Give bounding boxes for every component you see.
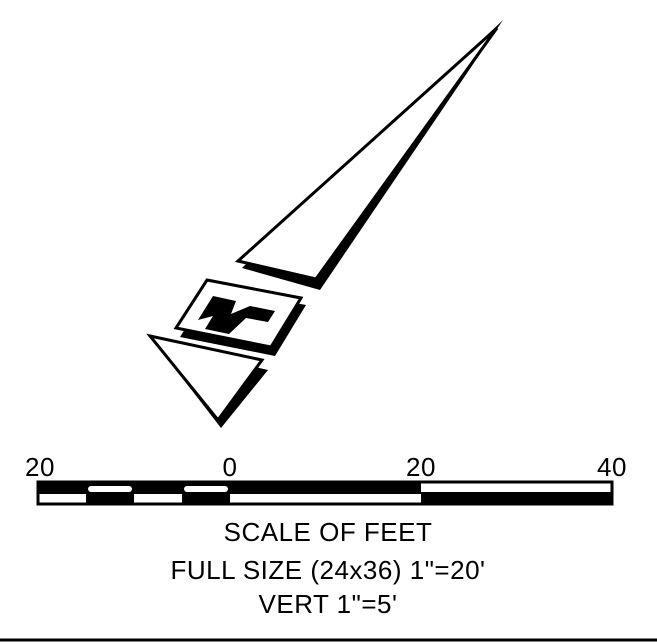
north-arrow-needle [234, 26, 499, 281]
north-arrow-icon [146, 20, 503, 428]
scale-tick-label-left: 20 [25, 452, 55, 482]
scale-tick-label-mid: 20 [406, 452, 436, 482]
scale-tick-label-right: 40 [597, 452, 627, 482]
scale-bar-left-seg-2 [184, 486, 228, 492]
scale-bar-mid-top [230, 482, 421, 493]
scale-bar-left-bottom-b [182, 493, 230, 504]
scale-bar-right-bottom [421, 493, 612, 504]
scale-tick-label-zero: 0 [223, 452, 238, 482]
scale-vertical-note: VERT 1"=5' [259, 589, 398, 619]
scale-bar [36, 480, 614, 506]
north-arrow-tail [146, 333, 265, 423]
scale-title: SCALE OF FEET [224, 517, 433, 547]
north-arrow-letter-glyph [198, 296, 275, 334]
scale-bar-left-seg-1 [88, 486, 132, 492]
scale-bar-left-top [38, 482, 230, 493]
scale-full-size-note: FULL SIZE (24x36) 1"=20' [171, 555, 486, 585]
scale-bar-left-bottom-a [86, 493, 134, 504]
